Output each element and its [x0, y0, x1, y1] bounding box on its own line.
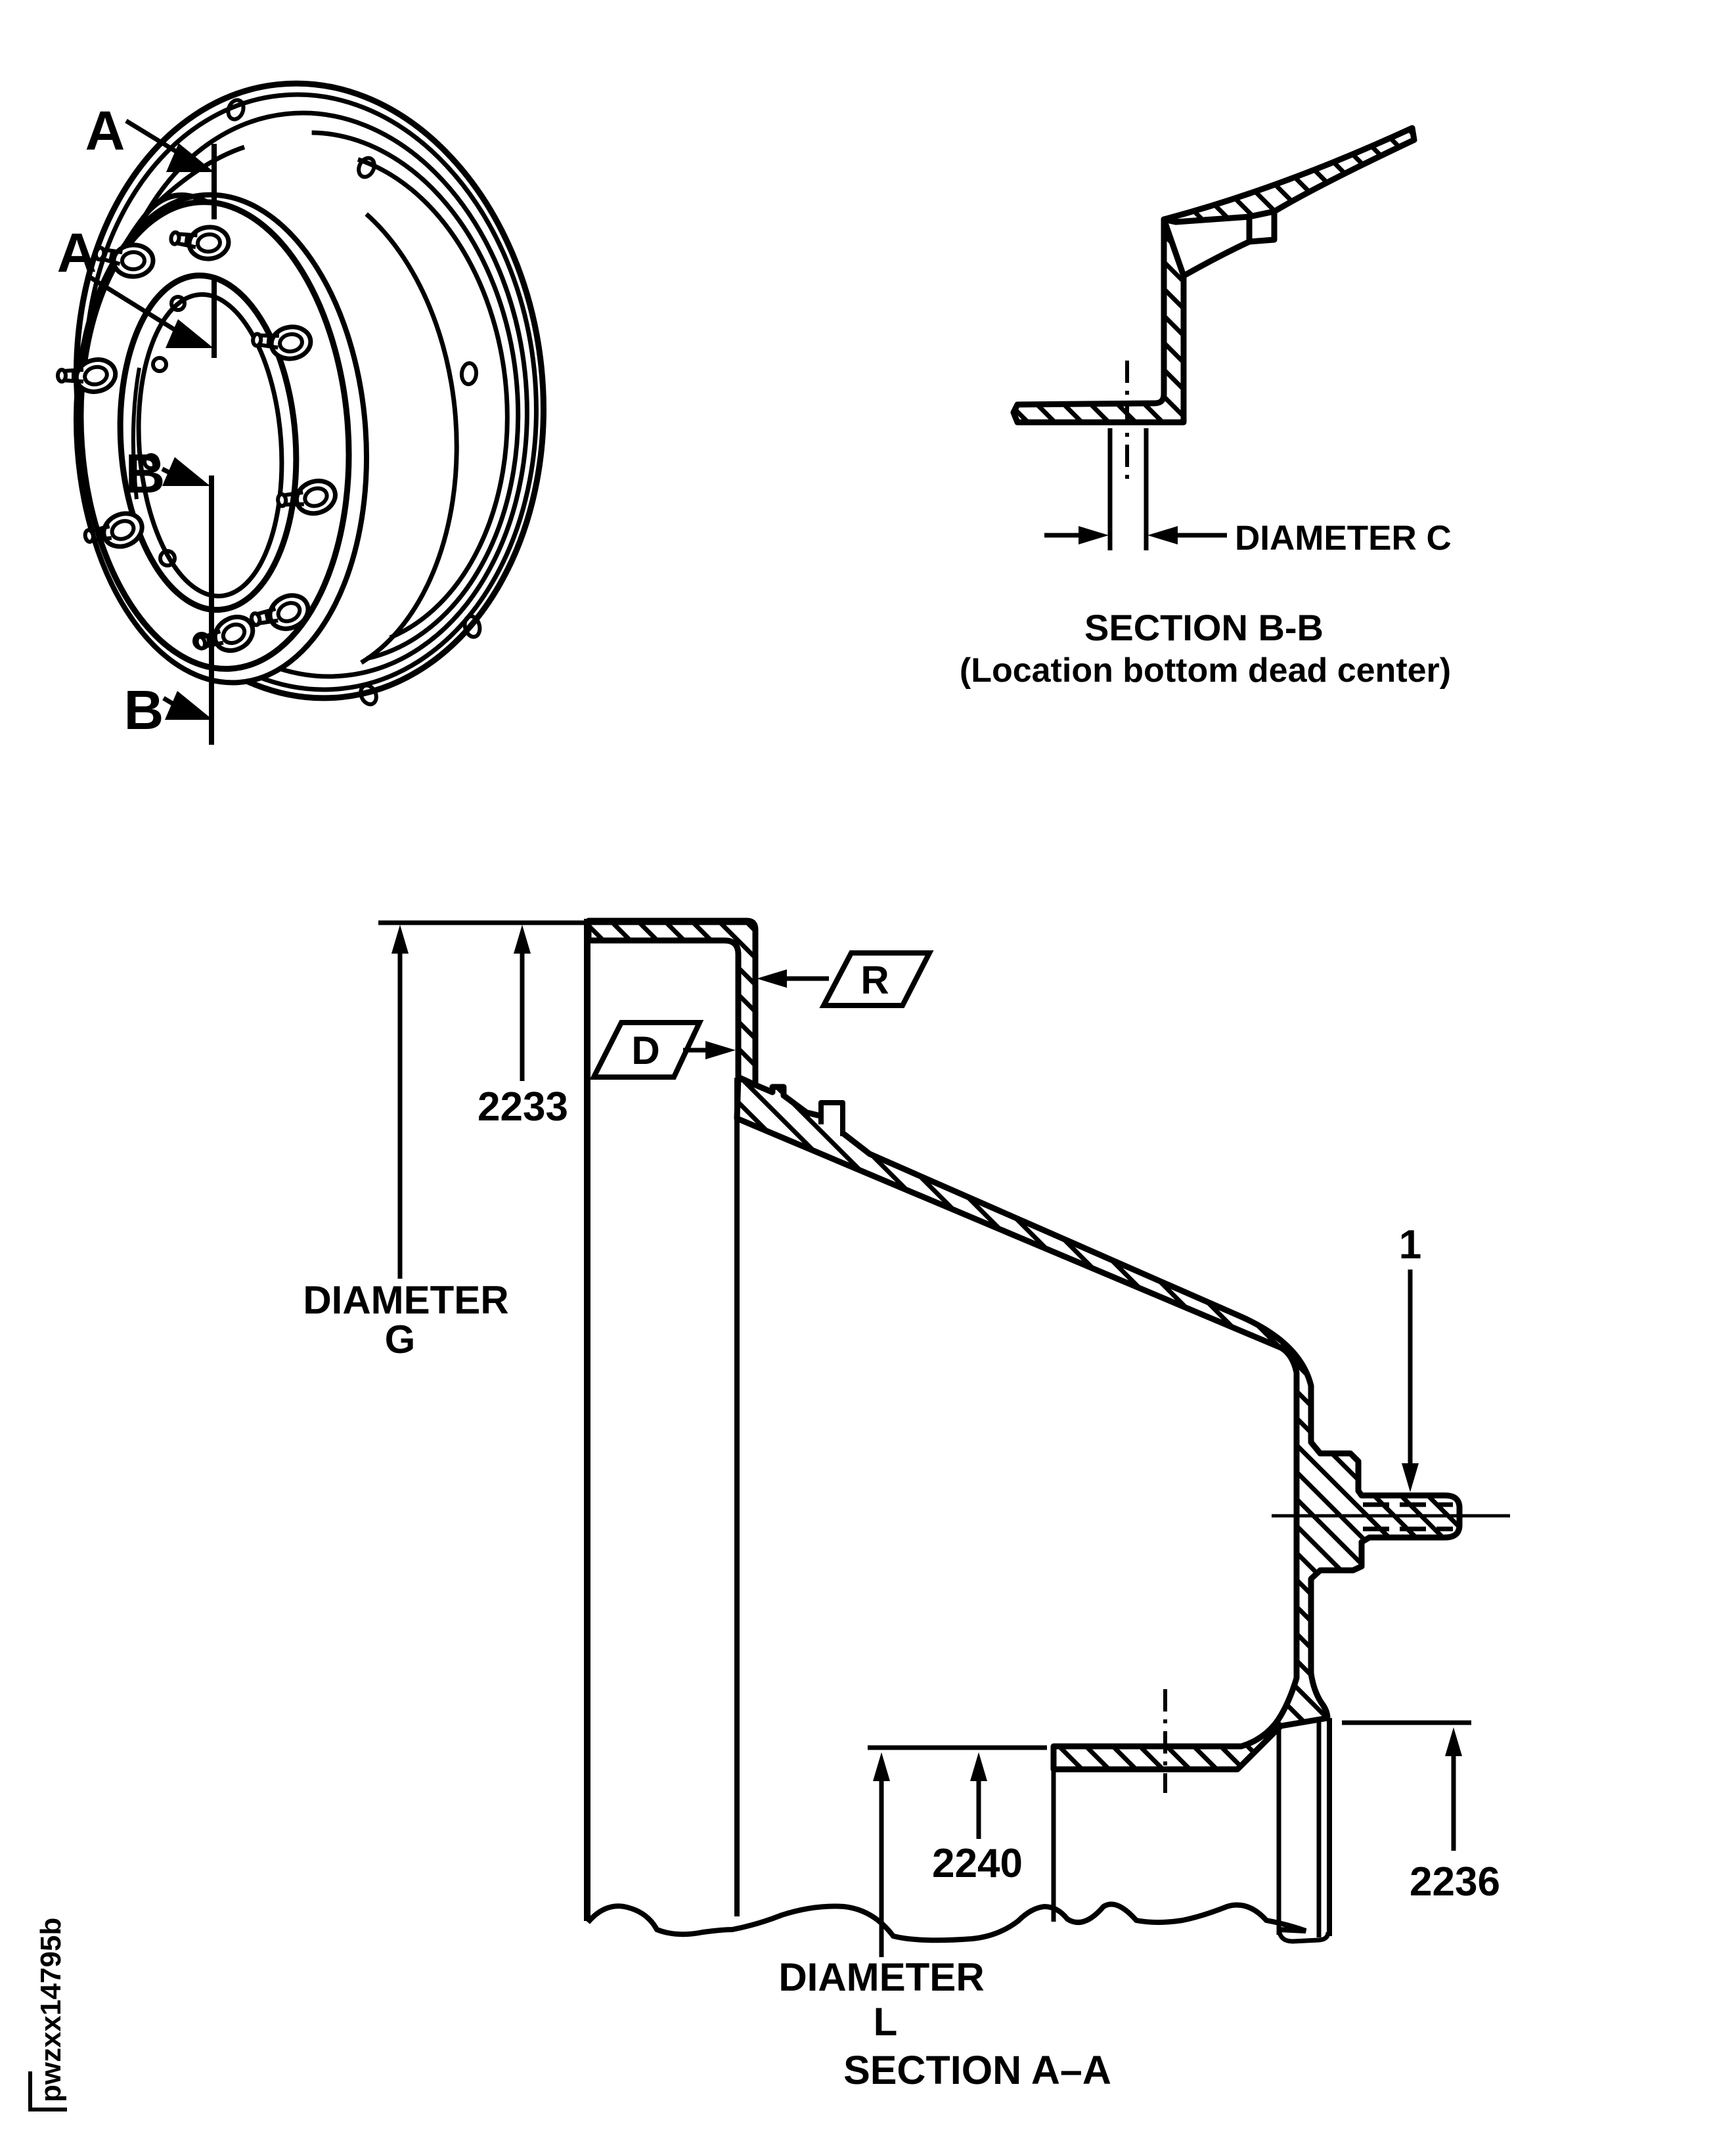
svg-text:A: A — [57, 222, 97, 284]
svg-text:B: B — [124, 679, 164, 741]
svg-text:D: D — [631, 1028, 659, 1072]
svg-text:2233: 2233 — [478, 1084, 568, 1130]
svg-text:2240: 2240 — [932, 1841, 1023, 1886]
svg-text:1: 1 — [1399, 1222, 1421, 1268]
svg-text:DIAMETER C: DIAMETER C — [1235, 519, 1452, 558]
svg-text:SECTION B-B: SECTION B-B — [1084, 607, 1324, 648]
svg-text:L: L — [874, 2000, 898, 2044]
svg-text:DIAMETER: DIAMETER — [778, 1955, 984, 1999]
svg-text:SECTION A–A: SECTION A–A — [843, 2048, 1111, 2092]
svg-text:DIAMETER: DIAMETER — [303, 1278, 508, 1322]
svg-text:(Location bottom dead center): (Location bottom dead center) — [960, 652, 1451, 690]
svg-text:A: A — [85, 100, 125, 162]
svg-text:G: G — [385, 1317, 416, 1361]
svg-text:B: B — [125, 443, 166, 504]
svg-text:pwzxx14795b: pwzxx14795b — [35, 1918, 67, 2102]
svg-text:R: R — [860, 958, 889, 1002]
svg-text:2236: 2236 — [1410, 1859, 1500, 1905]
